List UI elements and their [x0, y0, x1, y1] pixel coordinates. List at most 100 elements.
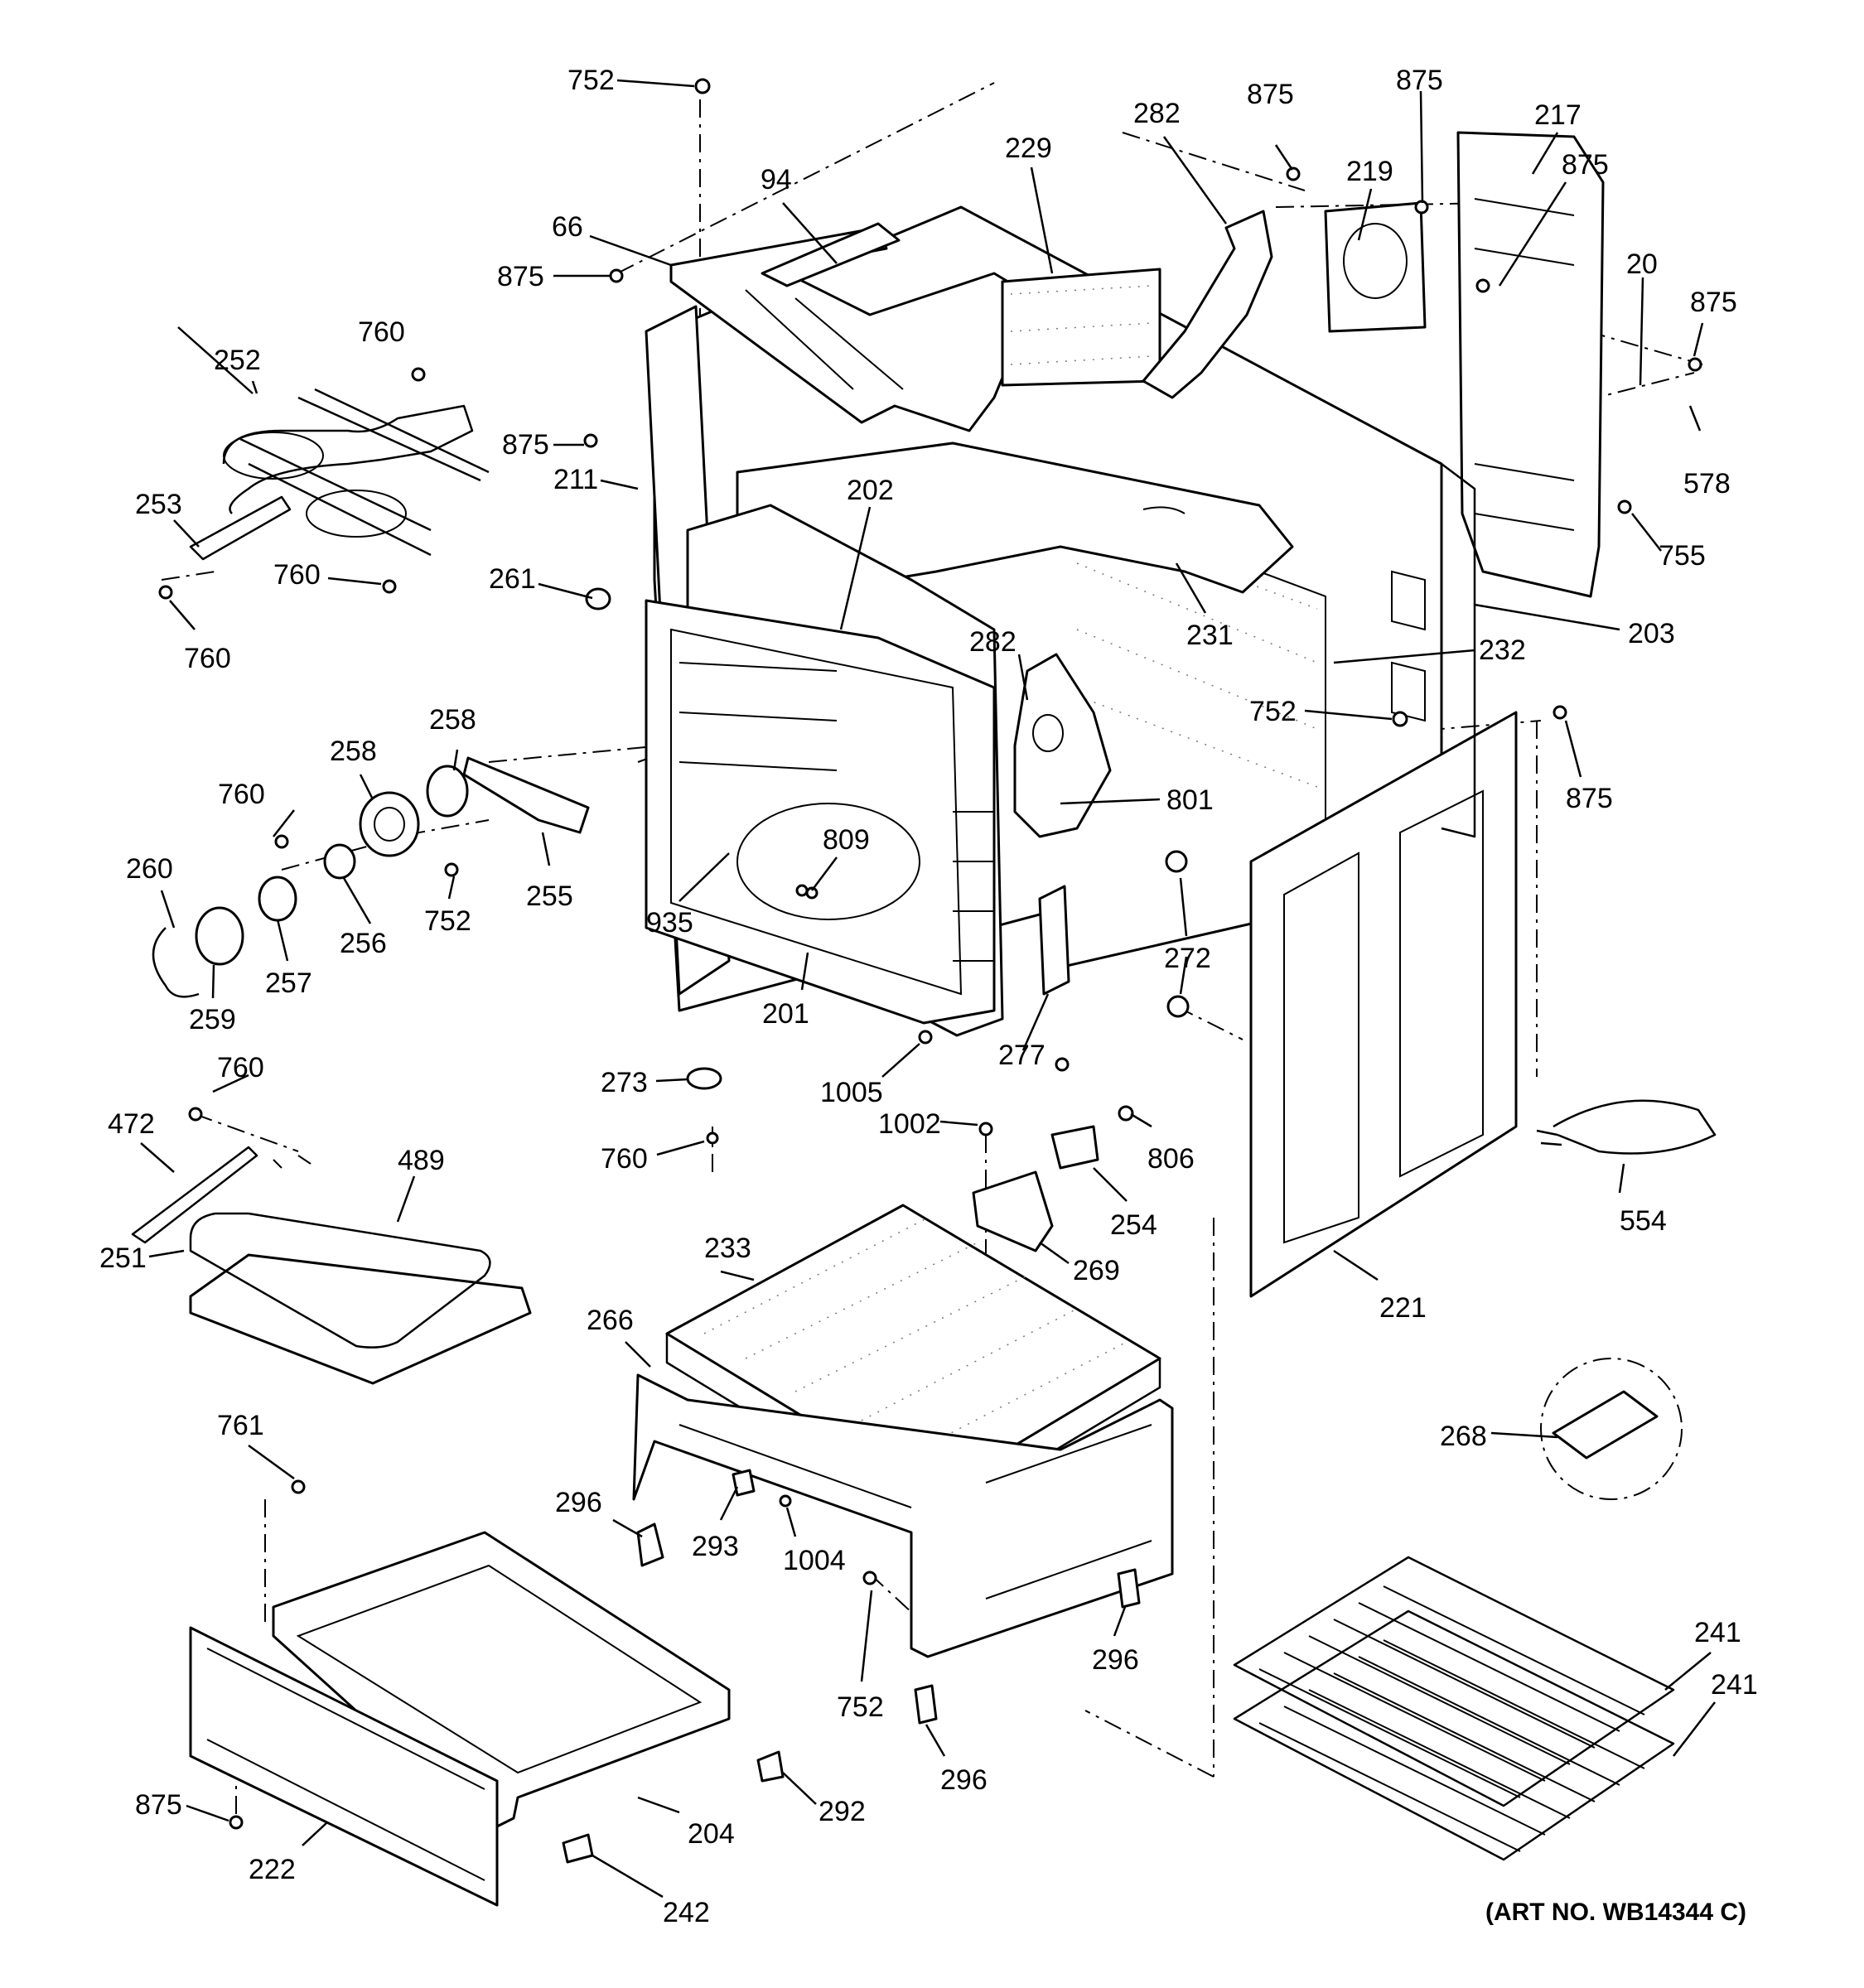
callout-241: 241 [1694, 1617, 1741, 1648]
callout-760: 760 [601, 1143, 648, 1175]
callout-296: 296 [555, 1487, 602, 1518]
callout-282: 282 [969, 626, 1017, 658]
callout-489: 489 [398, 1145, 445, 1176]
power-cord [1536, 1099, 1717, 1155]
callout-1002: 1002 [878, 1108, 941, 1140]
callout-1005: 1005 [820, 1077, 883, 1108]
callout-254: 254 [1110, 1209, 1157, 1241]
callout-259: 259 [189, 1004, 236, 1035]
callout-229: 229 [1005, 133, 1052, 164]
callout-752: 752 [424, 905, 471, 937]
callout-761: 761 [217, 1410, 264, 1441]
callout-217: 217 [1534, 99, 1582, 131]
callout-222: 222 [249, 1854, 296, 1885]
base-frame [632, 1373, 1174, 1658]
control-box [1324, 201, 1427, 333]
callout-258: 258 [330, 736, 377, 767]
callout-760: 760 [273, 559, 321, 591]
callout-257: 257 [265, 967, 312, 999]
callout-258: 258 [429, 704, 476, 736]
callout-875: 875 [135, 1789, 182, 1821]
callout-760: 760 [218, 779, 265, 810]
callout-1004: 1004 [783, 1545, 846, 1576]
callout-260: 260 [126, 853, 173, 885]
callout-752: 752 [567, 65, 615, 96]
callout-875: 875 [1562, 149, 1609, 181]
callout-268: 268 [1440, 1421, 1487, 1452]
small-hardware [585, 587, 1190, 1090]
callout-261: 261 [489, 563, 536, 595]
callout-296: 296 [1092, 1644, 1139, 1676]
callout-94: 94 [761, 164, 792, 195]
callout-282: 282 [1133, 98, 1181, 129]
duct-282 [1142, 210, 1273, 399]
callout-875: 875 [1247, 79, 1294, 110]
callout-266: 266 [587, 1305, 634, 1336]
callout-272: 272 [1164, 943, 1211, 974]
callout-232: 232 [1479, 635, 1526, 666]
broil-element [222, 388, 490, 557]
detail-inset [1540, 1358, 1683, 1500]
callout-472: 472 [108, 1108, 155, 1140]
terminal-block [972, 1125, 1099, 1252]
callout-875: 875 [502, 429, 549, 461]
light-assembly [152, 756, 590, 998]
callout-252: 252 [214, 345, 261, 376]
callout-760: 760 [184, 643, 231, 674]
leader-lines [140, 79, 1716, 1899]
callout-806: 806 [1147, 1143, 1195, 1175]
callout-755: 755 [1659, 540, 1706, 572]
callout-204: 204 [688, 1818, 735, 1850]
screws [158, 78, 1702, 1830]
callout-875: 875 [1690, 287, 1737, 318]
callout-875: 875 [497, 261, 544, 292]
callout-809: 809 [823, 824, 870, 856]
callout-202: 202 [847, 475, 894, 506]
callout-760: 760 [358, 316, 405, 348]
callout-242: 242 [663, 1897, 710, 1928]
callout-219: 219 [1346, 156, 1393, 187]
callout-231: 231 [1186, 620, 1234, 651]
callout-241: 241 [1711, 1669, 1758, 1701]
duct-lower [1013, 653, 1112, 838]
callout-221: 221 [1379, 1292, 1427, 1324]
broil-bracket [189, 495, 292, 561]
callout-554: 554 [1620, 1205, 1667, 1237]
callout-760: 760 [217, 1052, 264, 1083]
insulation-top [1001, 268, 1161, 387]
callout-752: 752 [837, 1691, 884, 1723]
callout-875: 875 [1566, 783, 1613, 814]
bake-element [131, 1146, 532, 1385]
callout-203: 203 [1628, 618, 1675, 649]
callout-256: 256 [340, 928, 387, 959]
callout-269: 269 [1073, 1255, 1120, 1286]
callout-233: 233 [704, 1233, 751, 1264]
side-panel-right-rear [1391, 463, 1476, 838]
back-panel [1456, 131, 1605, 598]
callout-251: 251 [99, 1242, 147, 1274]
callout-255: 255 [526, 881, 573, 912]
callout-292: 292 [819, 1796, 866, 1827]
callout-20: 20 [1626, 248, 1658, 280]
callout-211: 211 [553, 464, 598, 495]
oven-racks [1233, 1556, 1675, 1861]
side-panel-right [1249, 711, 1518, 1298]
callout-935: 935 [646, 907, 693, 939]
callout-201: 201 [762, 998, 809, 1030]
storage-drawer [189, 1531, 731, 1907]
callout-66: 66 [552, 211, 583, 243]
assembly-lines [161, 82, 1703, 1814]
oven-cavity [645, 504, 1004, 1037]
door-hinge [1038, 885, 1070, 996]
callout-277: 277 [998, 1040, 1045, 1071]
callout-578: 578 [1683, 468, 1731, 499]
callout-875: 875 [1396, 65, 1443, 96]
callout-labels: 752 94 66 875 760 252 875 211 253 760 76… [99, 65, 1758, 1928]
callout-752: 752 [1249, 696, 1297, 727]
callout-801: 801 [1166, 784, 1214, 816]
callout-296: 296 [940, 1764, 988, 1796]
callout-293: 293 [692, 1531, 739, 1562]
callout-253: 253 [135, 489, 182, 520]
callout-273: 273 [601, 1067, 648, 1098]
